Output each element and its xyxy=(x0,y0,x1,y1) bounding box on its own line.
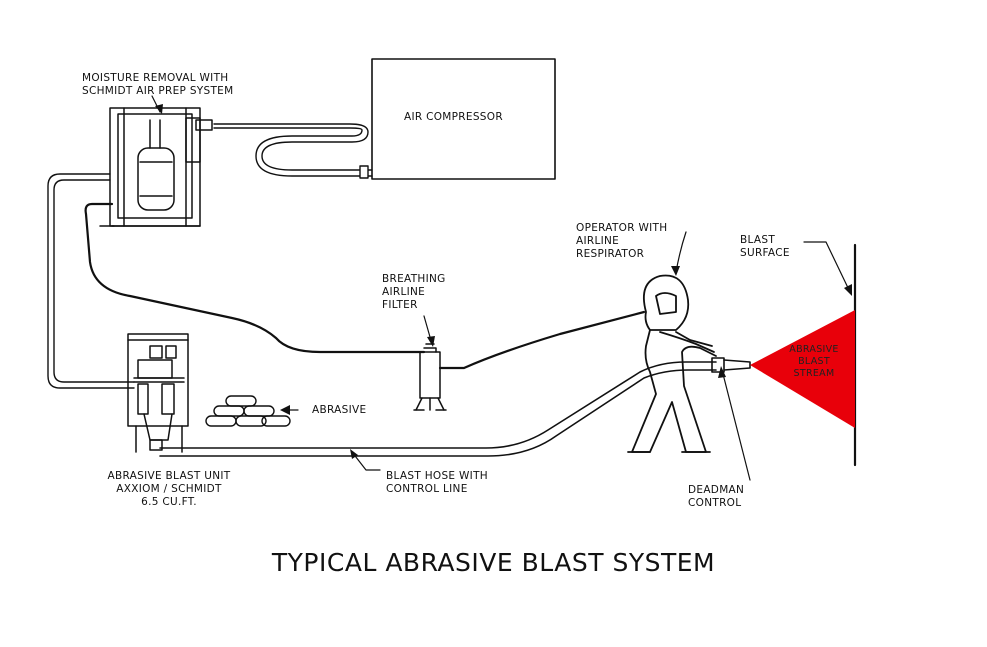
respirator-line xyxy=(438,310,646,370)
blast-nozzle xyxy=(711,357,751,373)
air-compressor-label: AIR COMPRESSOR xyxy=(404,111,503,123)
breathing-air-line xyxy=(84,202,426,354)
air-compressor-box xyxy=(371,58,556,180)
operator-label: OPERATOR WITH AIRLINE RESPIRATOR xyxy=(576,222,668,260)
abrasive-blast-stream xyxy=(750,310,855,428)
moisture-removal-label: MOISTURE REMOVAL WITH SCHMIDT AIR PREP S… xyxy=(82,72,234,97)
blast-surface-label: BLAST SURFACE xyxy=(740,234,790,259)
diagram-title: TYPICAL ABRASIVE BLAST SYSTEM xyxy=(271,548,716,577)
blast-stream-label: ABRASIVE BLAST STREAM xyxy=(789,344,839,379)
moisture-removal-unit xyxy=(99,107,213,227)
breathing-airline-filter xyxy=(413,343,447,411)
abrasive-pile xyxy=(205,395,291,427)
air-supply-hose xyxy=(47,173,135,389)
abrasive-label: ABRASIVE xyxy=(312,404,367,416)
deadman-control-label: DEADMAN CONTROL xyxy=(688,484,745,509)
blast-unit-label: ABRASIVE BLAST UNIT AXXIOM / SCHMIDT 6.5… xyxy=(107,470,231,508)
breathing-filter-label: BREATHING AIRLINE FILTER xyxy=(382,273,446,311)
arrowheads xyxy=(155,104,852,459)
operator-figure xyxy=(627,274,717,453)
abrasive-blast-unit xyxy=(127,333,189,453)
blast-hose xyxy=(159,361,717,457)
compressor-air-pipe xyxy=(213,123,373,179)
blast-hose-label: BLAST HOSE WITH CONTROL LINE xyxy=(386,470,488,495)
